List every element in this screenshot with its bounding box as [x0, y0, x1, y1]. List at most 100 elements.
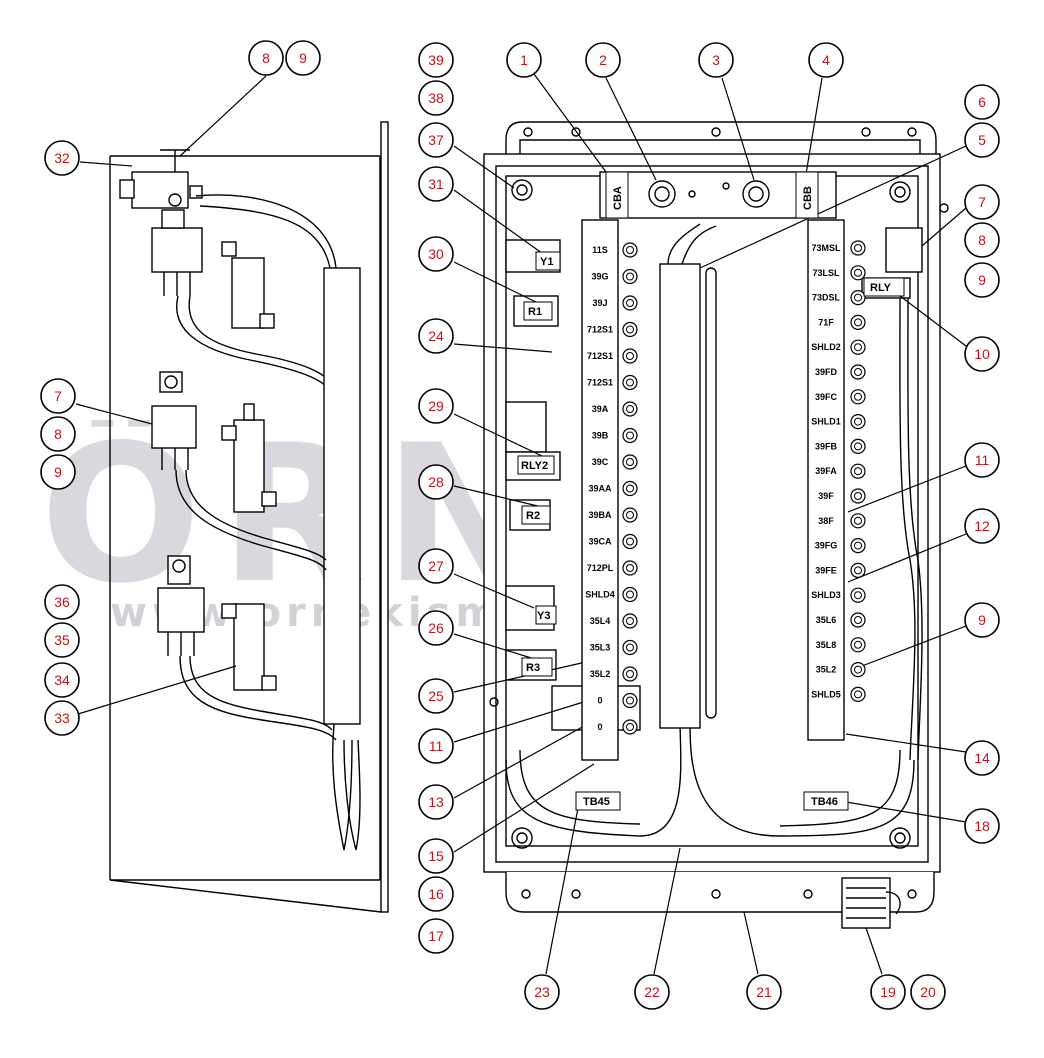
label-r2: R2 [526, 510, 540, 522]
terminal-screw-head [854, 516, 862, 525]
callout-7: 7 [964, 184, 1000, 220]
terminal-screw [622, 242, 638, 258]
callout-number: 28 [428, 474, 444, 490]
terminal-label: 39A [592, 404, 609, 414]
terminal-label: 39F [818, 491, 834, 501]
terminal-screw-head [626, 405, 634, 413]
callout-number: 8 [262, 50, 270, 66]
terminal: 39A [592, 401, 638, 417]
label-y3: Y3 [537, 610, 550, 622]
callout-31: 31 [418, 166, 454, 202]
terminal: 39B [592, 427, 638, 444]
callout-39: 39 [418, 42, 454, 78]
callout-11: 11 [418, 728, 454, 764]
callout-circle [506, 42, 542, 78]
terminal-screw [622, 454, 638, 470]
callout-circle [910, 974, 946, 1010]
callout-circle [746, 974, 782, 1010]
callout-number: 11 [429, 738, 444, 754]
callout-36: 36 [44, 584, 80, 620]
terminal-screw [622, 348, 638, 364]
callout-circle [44, 662, 80, 698]
callout-number: 38 [428, 90, 444, 106]
terminal: 712S1 [587, 348, 638, 364]
terminal-screw-head [854, 690, 862, 699]
terminal-label: 73MSL [811, 243, 841, 253]
callout-number: 14 [974, 750, 990, 766]
terminal-label: SHLD4 [585, 590, 615, 600]
terminal-label: 39FD [815, 367, 838, 377]
terminal-screw [622, 295, 638, 311]
terminal-screw [622, 613, 638, 629]
callout-circle [418, 678, 454, 714]
terminal-screw-head [854, 591, 862, 600]
terminal-screw-head [854, 318, 862, 327]
terminal: 73LSL [812, 265, 866, 281]
callout-circle [418, 784, 454, 820]
callout-10: 10 [964, 336, 1000, 372]
terminal-screw-head [626, 378, 634, 387]
terminal-label: 71F [818, 317, 834, 327]
terminal-screw [850, 265, 866, 281]
terminal-screw [850, 414, 866, 430]
callout-circle [585, 42, 621, 78]
terminal: 39J [592, 295, 638, 311]
callout-9: 9 [964, 262, 1000, 298]
callout-38: 38 [418, 80, 454, 116]
terminal-screw-head [626, 458, 634, 466]
terminal-screw [622, 719, 638, 735]
callout-circle [44, 584, 80, 620]
callout-number: 26 [428, 620, 444, 636]
terminal-label: 39C [592, 457, 609, 467]
callout-circle [418, 548, 454, 584]
terminal-screw-head [626, 537, 634, 546]
callout-circle [964, 602, 1000, 638]
callout-number: 2 [599, 52, 607, 68]
callout-circle [808, 42, 844, 78]
label-rly2: RLY2 [521, 460, 548, 472]
terminal-label: 39CA [588, 537, 612, 547]
terminal: 0 [597, 692, 638, 709]
callout-21: 21 [746, 974, 782, 1010]
terminal-label: 39FB [815, 441, 838, 451]
callout-9: 9 [40, 454, 76, 490]
callout-5: 5 [964, 122, 1000, 158]
terminal: 712PL [587, 560, 638, 576]
callout-18: 18 [964, 808, 1000, 844]
terminal-screw [622, 401, 638, 417]
terminal-label: 35L2 [590, 669, 611, 679]
terminal-screw [850, 587, 866, 603]
terminal: SHLD4 [585, 586, 638, 603]
terminal-label: 712S1 [587, 325, 613, 335]
terminal-screw [850, 612, 866, 628]
callout-number: 34 [54, 672, 70, 688]
terminal-screw-head [854, 392, 862, 401]
callout-number: 24 [428, 328, 444, 344]
terminal-label: SHLD2 [811, 342, 841, 352]
terminal: 39FE [815, 562, 866, 579]
terminal-screw [850, 339, 866, 355]
callout-number: 32 [54, 150, 70, 166]
terminal-label: 39G [591, 272, 608, 282]
callout-number: 35 [54, 632, 70, 648]
callout-8: 8 [40, 416, 76, 452]
label-cbb: CBB [802, 186, 814, 210]
terminal: SHLD1 [811, 414, 866, 430]
terminal-screw-head [854, 492, 862, 500]
label-rly: RLY [870, 282, 892, 294]
terminal-screw-head [626, 272, 634, 281]
terminal-screw-head [626, 670, 634, 678]
terminal-label: 0 [597, 722, 602, 732]
callout-13: 13 [418, 784, 454, 820]
callout-number: 11 [975, 452, 990, 468]
callout-circle [418, 838, 454, 874]
callout-number: 21 [756, 984, 772, 1000]
terminal: 39FD [815, 364, 866, 380]
terminal-screw-head [854, 268, 862, 277]
terminal: 39FB [815, 438, 866, 454]
callout-number: 20 [920, 984, 936, 1000]
callout-circle [248, 40, 284, 76]
callout-9: 9 [285, 40, 321, 76]
terminal-screw [850, 290, 866, 306]
label-r1: R1 [528, 306, 542, 318]
